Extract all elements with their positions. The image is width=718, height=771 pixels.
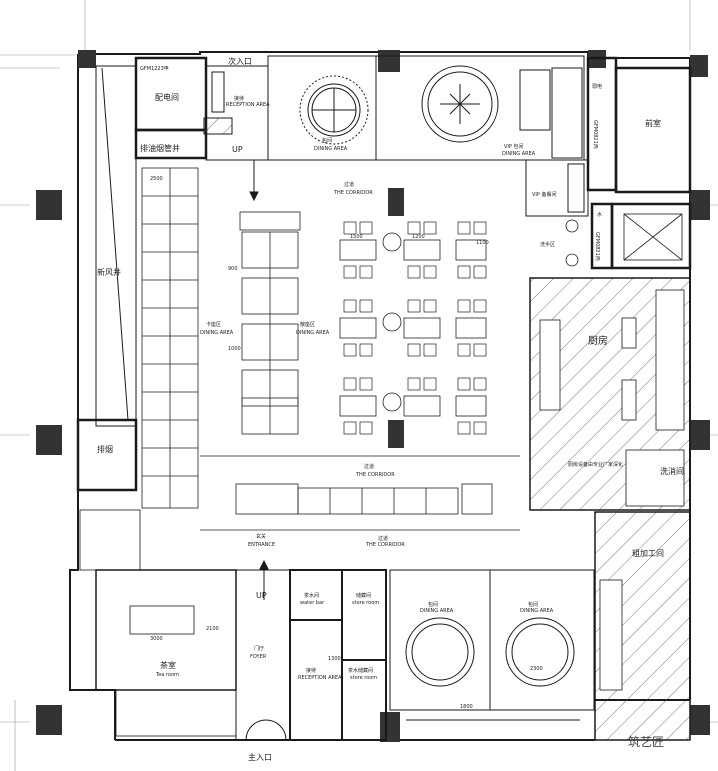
tea-room-label: 茶室 (160, 660, 176, 670)
dim-1300: 1300 (328, 656, 341, 662)
dining-bl-en-label: DINING AREA (420, 608, 454, 614)
elevator-cross (623, 213, 683, 261)
exhaust-shaft-label: 排油烟管井 (140, 143, 180, 153)
water-bar-en-label: water bar (300, 600, 325, 606)
foyer-en-label: ENTRANCE (248, 542, 275, 548)
main-entrance-label: 主入口 (248, 752, 272, 762)
service-rooms (289, 569, 387, 741)
corridor2-en-label: THE CORRIDOR (355, 472, 395, 478)
tea-store-label: 茶水储藏间 (348, 667, 373, 674)
booth-seats (141, 167, 199, 509)
dining-br-en-label: DINING AREA (520, 608, 554, 614)
secondary-entrance-label: 次入口 (228, 56, 252, 66)
dining-br-label: 包间 (528, 601, 538, 608)
private-room-en-label: DINING AREA (314, 146, 348, 152)
gate-label: 门厅 (254, 645, 264, 652)
tea-store-en-label: store room (350, 675, 377, 681)
foyer-label: 玄关 (256, 533, 266, 540)
reception-en-label: RECEPTION AREA (226, 102, 270, 108)
columns (36, 50, 710, 742)
watermark: 筑艺匠 (628, 734, 664, 749)
dim-3000: 3000 (150, 636, 163, 642)
corridor3-label: 过道 (378, 535, 388, 542)
dim-2500: 2500 (150, 176, 163, 182)
dim-1000: 1000 (228, 346, 241, 352)
dim-2100: 2100 (206, 626, 219, 632)
wash-area (565, 219, 579, 267)
tea-room (79, 509, 237, 737)
hall-tables (339, 232, 487, 417)
hall-area-label: 散座区 (300, 321, 315, 328)
dim-2300: 2300 (530, 666, 543, 672)
vip-room (375, 55, 585, 161)
private-room-label: 包间 (322, 137, 332, 144)
vip-room-label: VIP 包间 (504, 143, 524, 150)
rough-processing-label: 粗加工间 (632, 548, 664, 558)
kitchen-note-label: 厨房设备由专业厂家深化 (568, 461, 623, 468)
corridor2-label: 过道 (364, 463, 374, 470)
rough-processing-room (594, 511, 691, 741)
reception2-en-label: RECEPTION AREA (298, 675, 342, 681)
gfm-right-label-1: GFM0821丙 (592, 120, 598, 149)
kitchen-label: 厨房 (588, 334, 608, 347)
vip-room-en-label: DINING AREA (502, 151, 536, 157)
distribution-room-label: 配电间 (155, 92, 179, 102)
corridor-en-label: THE CORRIDOR (333, 190, 373, 196)
weak-current-label: 弱电 (592, 83, 602, 90)
private-room-top (267, 55, 377, 161)
booth-tables (239, 211, 301, 435)
booth-area-label: 卡座区 (206, 321, 221, 328)
store-label: 储藏间 (356, 592, 371, 599)
water-bar-label: 茶水间 (304, 592, 319, 599)
front-room-label: 前室 (645, 118, 661, 128)
wash-room-label: 洗消间 (660, 466, 684, 476)
hall-chairs (343, 221, 487, 435)
right-core (586, 56, 692, 270)
reception2-label: 接待 (306, 667, 316, 674)
tea-room-en-label: Tea room (155, 672, 179, 678)
kitchen (529, 277, 691, 511)
corridor-label: 过道 (344, 181, 354, 188)
dining-bl-label: 包间 (428, 601, 438, 608)
dim-900: 900 (228, 266, 238, 272)
gate-en-label: FOYER (250, 654, 267, 660)
dim-1500: 1500 (350, 234, 363, 240)
dim-1200: 1200 (412, 234, 425, 240)
entrance-arrows (249, 160, 269, 600)
wash-area-label: 洗手区 (540, 241, 555, 248)
reception-label: 接待 (234, 95, 244, 102)
gfm-right-label-2: GFM0821丙 (594, 232, 600, 261)
dining-room-bottom (389, 569, 595, 721)
vip-prep-label: VIP 备餐间 (532, 191, 557, 198)
store-en-label: store room (352, 600, 379, 606)
water-label: 水 (597, 211, 602, 218)
up-label-1: UP (232, 145, 243, 154)
booth-area-en-label: DINING AREA (200, 330, 234, 336)
up-label-2: UP (256, 591, 267, 600)
vip-prep-room (525, 159, 589, 217)
corridor3-en-label: THE CORRIDOR (365, 542, 405, 548)
fresh-air-shaft-label: 新风井 (97, 267, 121, 277)
dim-1100: 1100 (476, 240, 489, 246)
dim-1800: 1800 (460, 704, 473, 710)
hall-area-en-label: DINING AREA (296, 330, 330, 336)
service-counter (200, 455, 520, 531)
gfm-label: GFM1223甲 (140, 66, 169, 72)
exhaust-room-label: 排烟 (97, 444, 113, 454)
